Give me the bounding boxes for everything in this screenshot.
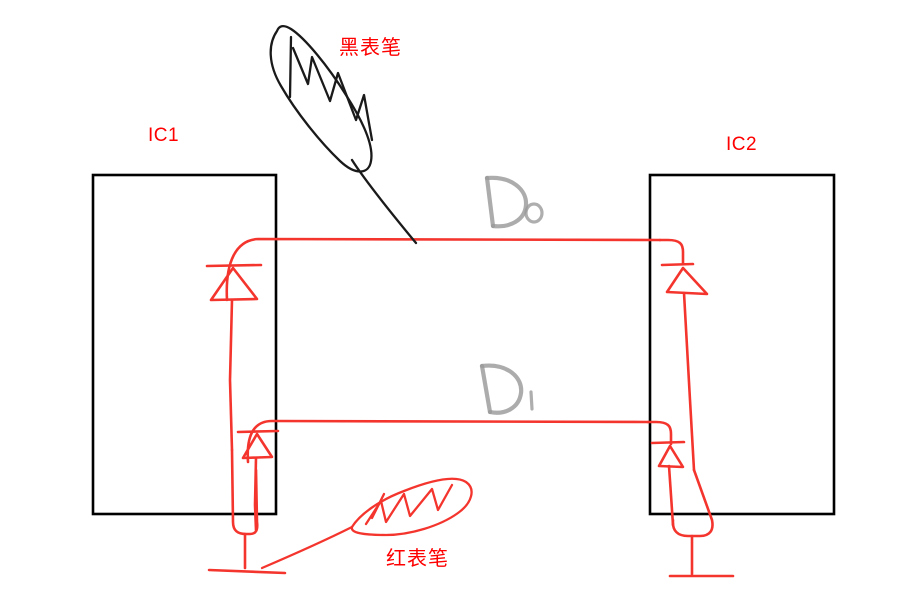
- diode-ic1-lower-triangle: [241, 432, 274, 460]
- black-probe-zig-2: [291, 46, 374, 142]
- black-probe: [269, 24, 418, 245]
- diode-ic2-upper-cathode-bar: [660, 262, 695, 267]
- d0-bowl: [484, 175, 529, 229]
- d1-stem: [479, 363, 493, 415]
- red-probe-tip-lead: [260, 525, 354, 570]
- d1-bowl: [479, 363, 524, 415]
- bus-label-d1-glyph: [479, 363, 534, 415]
- red-probe-zig-2: [364, 483, 454, 526]
- bus-d1: [246, 419, 673, 464]
- ground-right: [668, 468, 735, 578]
- black-probe-body: [269, 24, 373, 173]
- red-probe: [260, 477, 473, 570]
- ground-left: [207, 448, 287, 575]
- diode-ic1-upper-anode-lead: [228, 298, 234, 452]
- bus-label-d0-glyph: [484, 175, 544, 229]
- black-probe-zig-1: [288, 35, 293, 99]
- diode-ic1-upper: [205, 263, 263, 452]
- ground-right-u-join: [671, 468, 714, 538]
- red-probe-body: [350, 477, 473, 537]
- diode-ic2-upper-triangle: [665, 266, 709, 296]
- red-probe-label: 红表笔: [386, 548, 449, 570]
- d0-subscript-zero: [524, 202, 544, 224]
- bus-d1-wire: [246, 419, 650, 464]
- black-probe-label: 黑表笔: [339, 37, 402, 59]
- diode-ic2-lower-triangle: [657, 444, 685, 469]
- ic2-outline: [648, 173, 836, 516]
- diode-ic2-upper: [660, 262, 709, 472]
- ic2-block: [648, 173, 836, 516]
- bus-d0-wire: [225, 237, 662, 302]
- ic2-label: IC2: [726, 134, 758, 155]
- diode-ic1-upper-cathode-bar: [205, 263, 263, 268]
- d1-subscript-one: [529, 390, 534, 411]
- black-probe-tip-lead: [350, 158, 418, 245]
- d0-stem: [484, 175, 496, 229]
- diode-ic2-lower-cathode-bar: [650, 440, 686, 445]
- ground-left-u-join: [230, 448, 259, 536]
- diode-ic1-upper-triangle: [209, 266, 259, 302]
- bus-d0-right-hook: [658, 238, 685, 266]
- bus-d1-right-hook: [646, 420, 673, 446]
- diode-ic2-upper-anode-lead: [682, 291, 696, 472]
- bus-d0: [225, 237, 685, 302]
- ic1-label: IC1: [148, 125, 180, 146]
- ground-left-bar: [207, 568, 287, 575]
- diode-ic1-lower-cathode-bar: [236, 429, 280, 434]
